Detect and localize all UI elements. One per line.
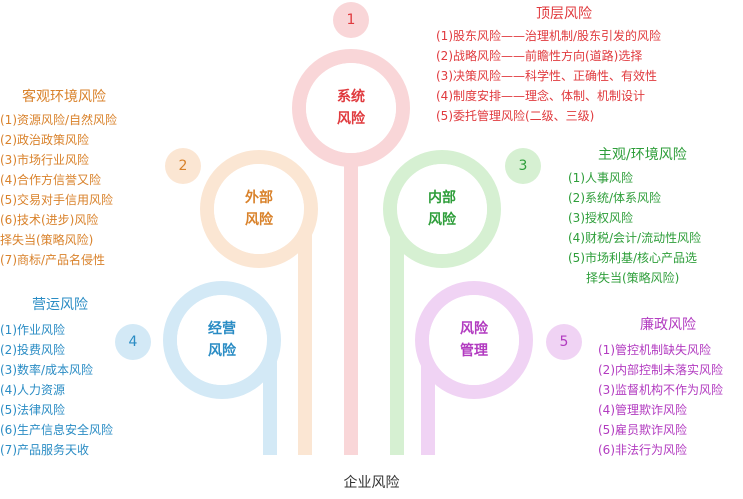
branch-5-item: (2)内部控制未落实风险	[598, 363, 723, 377]
branch-5-item: (3)监督机构不作为风险	[598, 383, 723, 397]
root-label: 企业风险	[343, 475, 400, 491]
branch-3-item: (5)市场利基/核心产品选	[568, 251, 698, 265]
branch-node-bg-2	[214, 164, 304, 254]
branch-4-item: (7)产品服务天收	[0, 443, 89, 457]
branch-3-item: (1)人事风险	[568, 171, 633, 185]
branch-node-label-1: 系统 风险	[337, 89, 365, 127]
branch-title-1: 顶层风险	[536, 6, 592, 22]
branch-2-item: (3)市场行业风险	[0, 153, 89, 167]
branch-4-item: (6)生产信息安全风险	[0, 423, 113, 437]
branch-2-item: (5)交易对手信用风险	[0, 193, 113, 207]
branch-ring-5	[415, 281, 533, 399]
branch-ring-2	[200, 150, 318, 268]
branch-number-1: 1	[333, 2, 369, 38]
branch-4-item: (4)人力资源	[0, 383, 65, 397]
branch-1-item: (1)股东风险——治理机制/股东引发的风险	[436, 29, 662, 43]
branch-ring-4	[163, 281, 281, 399]
branch-2-item: (6)技术(进步)风险	[0, 213, 99, 227]
branch-2-item: 择失当(策略风险)	[0, 233, 94, 247]
branch-1-item: (4)制度安排——理念、体制、机制设计	[436, 89, 645, 103]
branch-3-item: 择失当(策略风险)	[586, 271, 680, 285]
branch-5-item: (4)管理欺诈风险	[598, 403, 687, 417]
branch-number-5: 5	[546, 324, 582, 360]
branch-2-item: (7)商标/产品名侵性	[0, 253, 106, 267]
branch-4-item: (5)法律风险	[0, 403, 65, 417]
branch-5-item: (6)非法行为风险	[598, 443, 687, 457]
branch-node-bg-3	[397, 164, 487, 254]
branch-title-2: 客观环境风险	[22, 89, 106, 105]
branch-1-item: (2)战略风险——前瞻性方向(道路)选择	[436, 49, 643, 63]
branch-number-4: 4	[115, 324, 151, 360]
branch-node-label-2: 外部 风险	[245, 190, 273, 228]
branch-node-label-5: 风险 管理	[460, 321, 488, 359]
branch-number-3: 3	[505, 148, 541, 184]
branch-2-item: (1)资源风险/自然风险	[0, 113, 118, 127]
branch-4-item: (3)数率/成本风险	[0, 363, 94, 377]
branch-number-2: 2	[165, 148, 201, 184]
branch-title-5: 廉政风险	[640, 317, 696, 333]
branch-4-item: (2)投费风险	[0, 343, 65, 357]
branch-ring-1	[292, 49, 410, 167]
branch-ring-3	[383, 150, 501, 268]
branch-node-label-3: 内部 风险	[428, 190, 456, 228]
branch-node-bg-5	[429, 295, 519, 385]
branch-node-bg-4	[177, 295, 267, 385]
branch-node-bg-1	[306, 63, 396, 153]
branch-2-item: (2)政治政策风险	[0, 133, 89, 147]
branch-4-item: (1)作业风险	[0, 323, 65, 337]
branch-title-3: 主观/环境风险	[598, 147, 687, 163]
branch-3-item: (3)授权风险	[568, 211, 633, 225]
branch-5-item: (1)管控机制缺失风险	[598, 343, 711, 357]
branch-3-item: (2)系统/体系风险	[568, 191, 662, 205]
branch-5-item: (5)雇员欺诈风险	[598, 423, 687, 437]
branch-1-item: (3)决策风险——科学性、正确性、有效性	[436, 69, 657, 83]
branch-3-item: (4)财税/会计/流动性风险	[568, 231, 702, 245]
branch-2-item: (4)合作方信誉又险	[0, 173, 101, 187]
branch-title-4: 营运风险	[32, 297, 88, 313]
branch-node-label-4: 经营 风险	[208, 321, 236, 359]
branch-1-item: (5)委托管理风险(二级、三级)	[436, 109, 595, 123]
